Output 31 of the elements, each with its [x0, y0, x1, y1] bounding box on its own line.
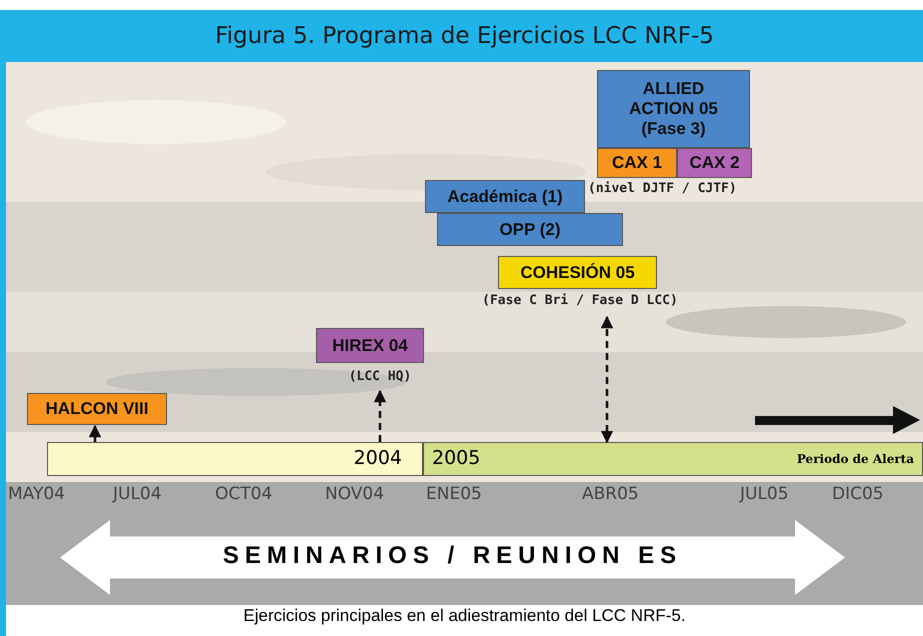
timeline-bar [47, 442, 423, 476]
month-label: ABR05 [582, 484, 639, 504]
month-label: JUL04 [113, 484, 162, 504]
month-label: NOV04 [325, 484, 384, 504]
note-label: (LCC HQ) [348, 369, 412, 384]
month-label: ENE05 [426, 484, 482, 504]
title-banner: Figura 5. Programa de Ejercicios LCC NRF-5 [6, 10, 923, 62]
exercise-box: CAX 2 [677, 148, 752, 178]
exercise-box: Académica (1) [425, 180, 585, 213]
month-label: MAY04 [8, 484, 65, 504]
note-label: (nivel DJTF / CJTF) [588, 181, 737, 196]
period-label: Periodo de Alerta [796, 452, 914, 466]
double-arrow-shape [60, 520, 845, 595]
exercise-box: CAX 1 [597, 148, 677, 178]
exercise-box: HALCON VIII [27, 393, 167, 425]
month-label: DIC05 [832, 484, 884, 504]
exercise-box: HIREX 04 [316, 328, 424, 363]
arrow [374, 390, 386, 442]
note-label: (Fase C Bri / Fase D LCC) [481, 293, 679, 308]
year-label: 2004 [354, 447, 402, 469]
arrow [600, 316, 614, 444]
caption: Ejercicios principales en el adiestramiento del LCC NRF-5. [242, 606, 687, 627]
month-label: OCT04 [215, 484, 272, 504]
exercise-box: COHESIÓN 05 [498, 256, 657, 289]
exercise-box: OPP (2) [437, 213, 623, 246]
timeline-bar [423, 442, 923, 476]
arrow [88, 424, 102, 442]
banner-text: SEMINARIOS / REUNION ES [222, 542, 684, 570]
year-label: 2005 [432, 447, 480, 469]
month-label: JUL05 [740, 484, 789, 504]
exercise-box: ALLIED ACTION 05 (Fase 3) [597, 70, 750, 148]
